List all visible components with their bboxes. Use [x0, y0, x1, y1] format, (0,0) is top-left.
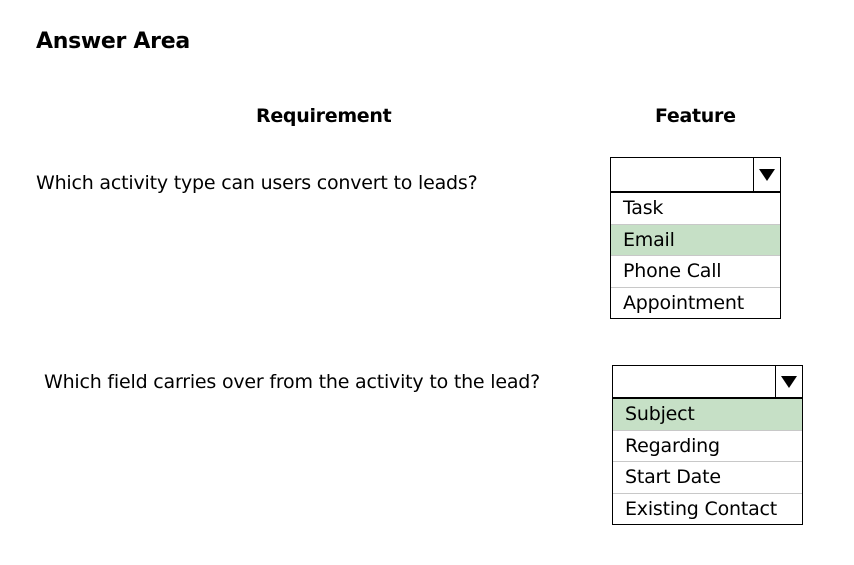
- dropdown-1-selector[interactable]: [610, 157, 781, 191]
- dropdown-2-options: Subject Regarding Start Date Existing Co…: [612, 397, 803, 525]
- dropdown-1-option-email[interactable]: Email: [611, 223, 780, 255]
- question-2-text: Which field carries over from the activi…: [44, 371, 541, 393]
- triangle-down-icon: [781, 375, 797, 388]
- requirement-header: Requirement: [256, 105, 392, 127]
- feature-header: Feature: [655, 105, 736, 127]
- question-2-dropdown[interactable]: Subject Regarding Start Date Existing Co…: [612, 365, 803, 525]
- dropdown-2-arrow-button[interactable]: [775, 366, 802, 397]
- dropdown-2-selector[interactable]: [612, 365, 803, 397]
- dropdown-1-options: Task Email Phone Call Appointment: [610, 191, 781, 319]
- answer-area-title: Answer Area: [36, 29, 190, 54]
- dropdown-2-option-subject[interactable]: Subject: [613, 398, 802, 430]
- dropdown-1-arrow-button[interactable]: [753, 158, 780, 191]
- dropdown-1-option-phone-call[interactable]: Phone Call: [611, 255, 780, 287]
- triangle-down-icon: [759, 168, 775, 181]
- dropdown-2-option-existing-contact[interactable]: Existing Contact: [613, 492, 802, 525]
- question-1-dropdown[interactable]: Task Email Phone Call Appointment: [610, 157, 781, 319]
- dropdown-2-option-start-date[interactable]: Start Date: [613, 461, 802, 493]
- dropdown-1-option-task[interactable]: Task: [611, 192, 780, 224]
- question-1-text: Which activity type can users convert to…: [36, 172, 478, 194]
- dropdown-2-option-regarding[interactable]: Regarding: [613, 429, 802, 462]
- dropdown-1-option-appointment[interactable]: Appointment: [611, 286, 780, 319]
